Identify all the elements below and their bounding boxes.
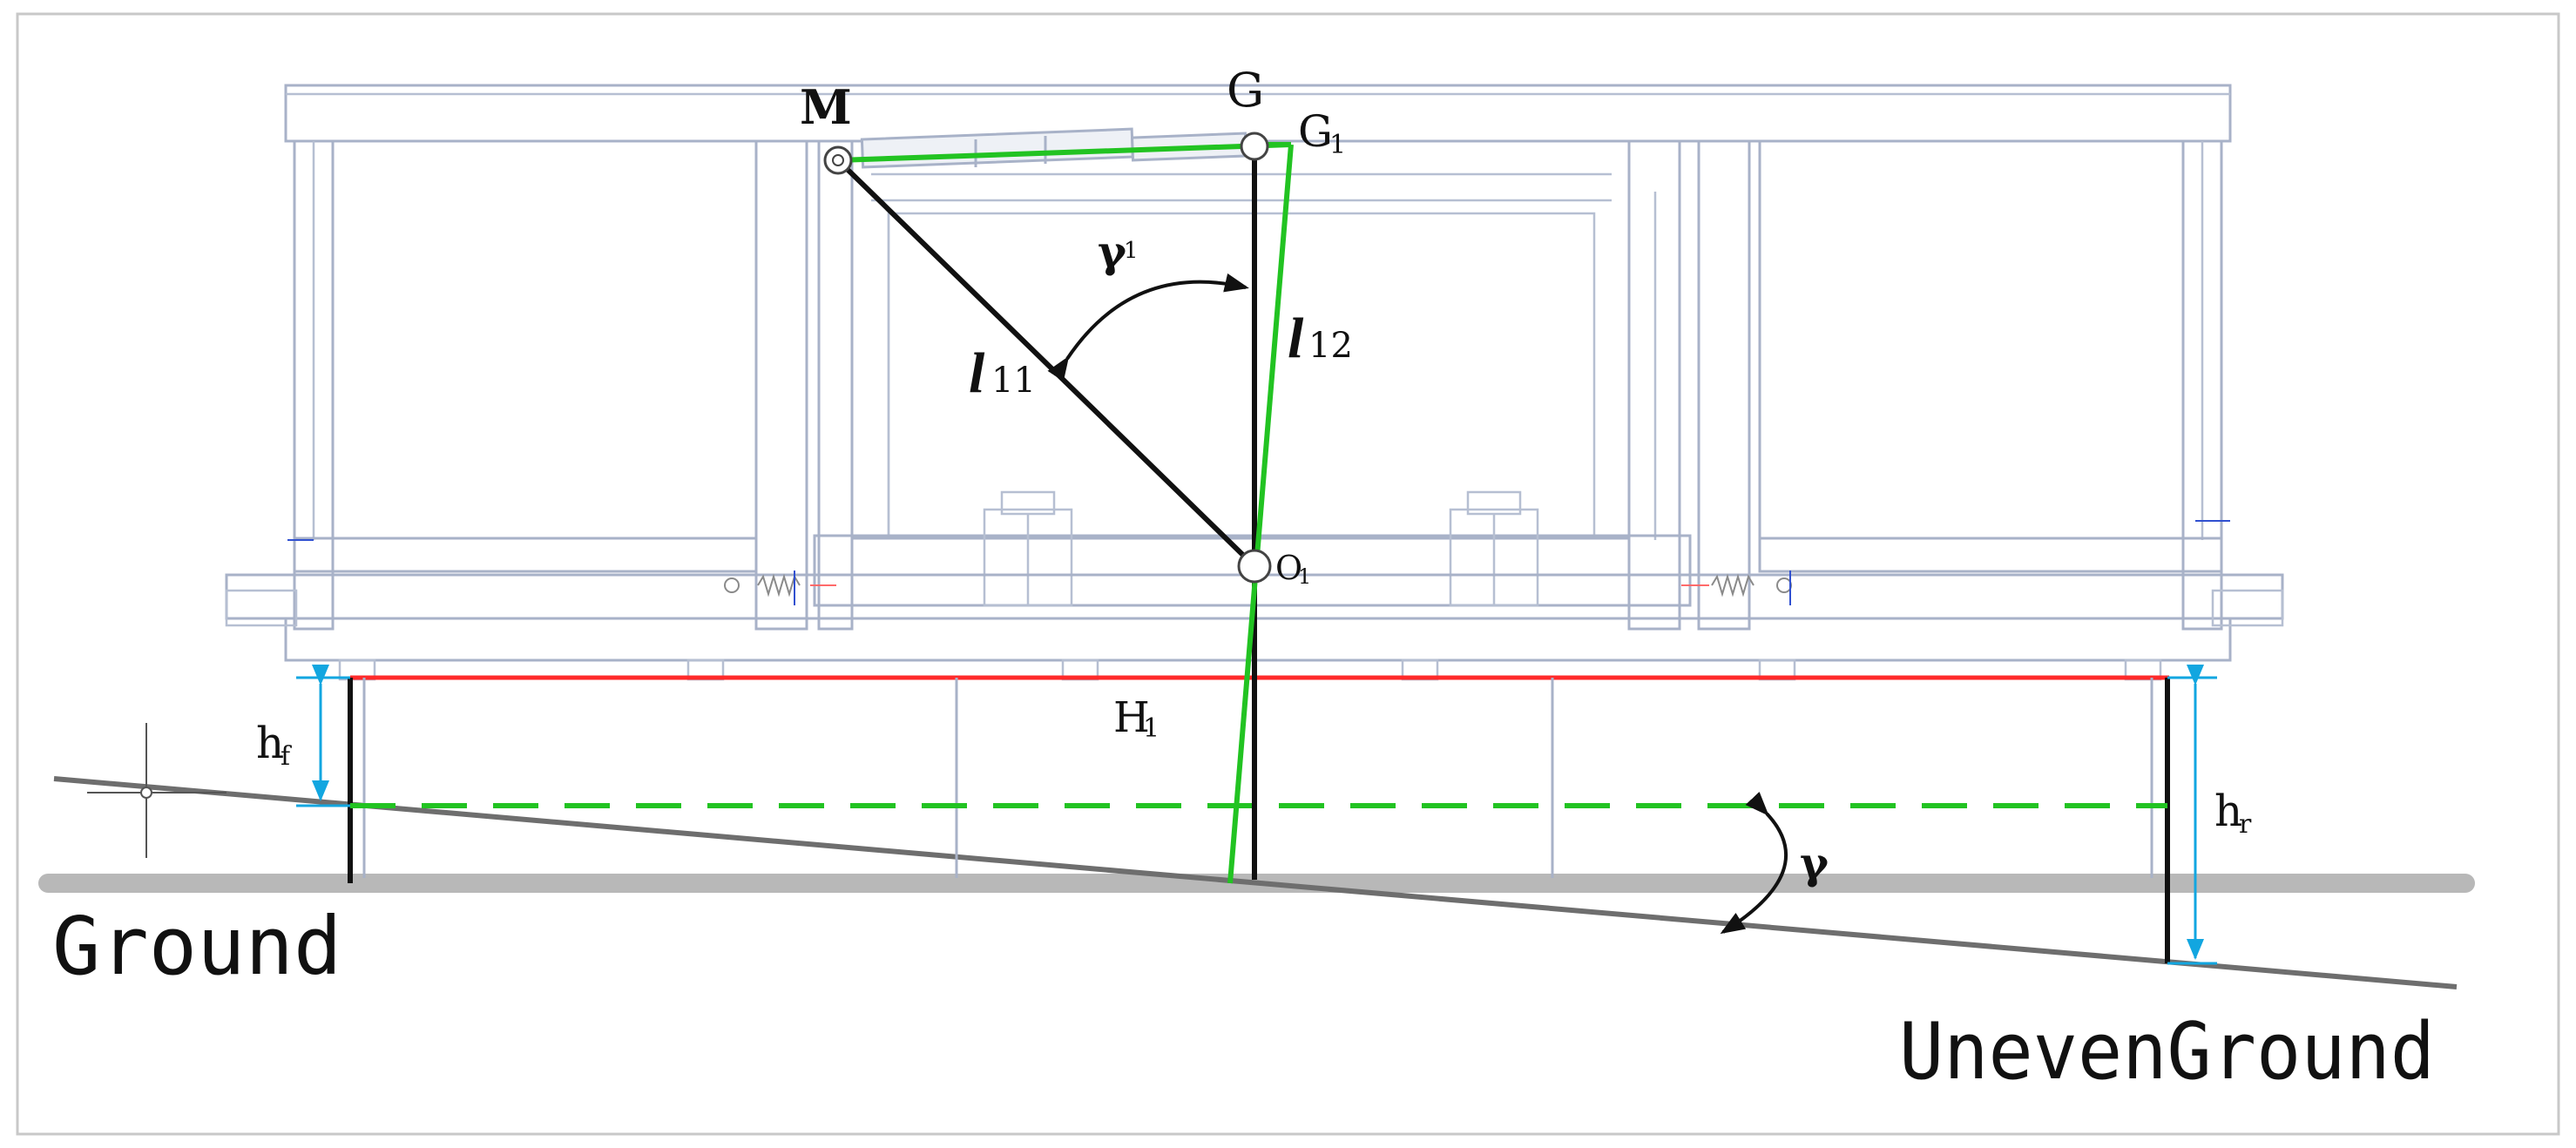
label-l11: l 11 <box>969 341 1036 405</box>
gamma-arc-arrow <box>1720 791 1788 935</box>
figure-border <box>16 12 2560 1136</box>
svg-text:l: l <box>1288 307 1304 370</box>
label-g: G <box>1227 63 1264 118</box>
svg-text:h: h <box>2214 786 2242 836</box>
svg-text:12: 12 <box>1308 326 1353 366</box>
left-spring <box>724 573 836 598</box>
label-gamma: γ <box>1800 837 1829 888</box>
green-tilted-l12 <box>1227 144 1294 884</box>
label-ground: Ground <box>52 900 341 993</box>
svg-text:11: 11 <box>991 361 1036 401</box>
svg-text:1: 1 <box>1143 713 1160 744</box>
label-h1: H 1 <box>1113 693 1160 744</box>
svg-text:1: 1 <box>1124 238 1139 264</box>
uneven-ground-line <box>53 776 2458 989</box>
gamma1-arc-arrow <box>1047 273 1249 382</box>
green-top-link <box>837 142 1292 163</box>
label-l12: l 12 <box>1288 307 1353 370</box>
svg-text:1: 1 <box>1298 564 1311 589</box>
svg-text:O: O <box>1275 549 1302 587</box>
svg-text:r: r <box>2239 809 2252 840</box>
joint-o1 <box>1237 549 1272 584</box>
svg-text:h: h <box>256 718 284 768</box>
label-gamma1: γ 1 <box>1098 226 1139 277</box>
svg-text:G: G <box>1298 106 1333 157</box>
svg-text:γ: γ <box>1098 226 1127 277</box>
svg-text:l: l <box>969 341 985 405</box>
label-o1: O 1 <box>1275 549 1311 589</box>
svg-text:H: H <box>1113 693 1150 742</box>
label-hr: h r <box>2214 786 2252 840</box>
label-uneven-ground: UnevenGround <box>1899 1006 2435 1097</box>
slope-crosshair <box>87 723 226 858</box>
label-hf: h f <box>256 718 292 772</box>
label-m: M <box>800 79 852 135</box>
label-g1: G 1 <box>1298 106 1346 160</box>
joint-m <box>823 145 853 175</box>
l11-link <box>835 158 1257 569</box>
machine-frame <box>225 84 2284 681</box>
joint-g <box>1240 132 1269 161</box>
svg-text:f: f <box>281 741 292 772</box>
svg-text:1: 1 <box>1329 130 1346 160</box>
